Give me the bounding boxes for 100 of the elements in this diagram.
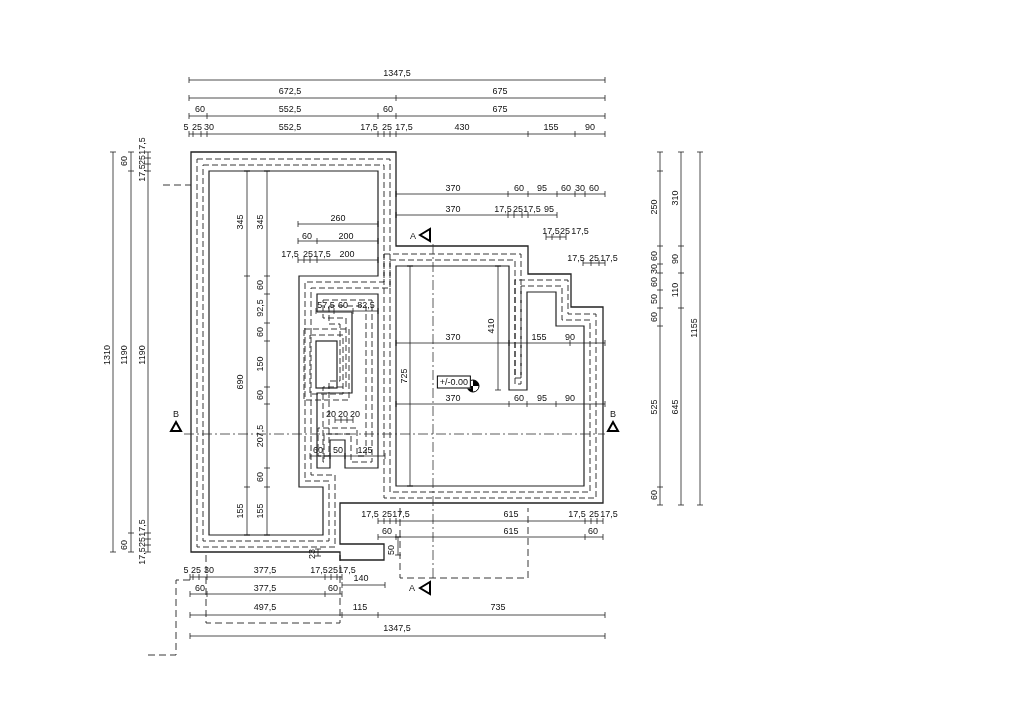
dimension-label: 735: [490, 602, 506, 612]
dimension-label: 25: [137, 155, 147, 165]
dimension-label: 60: [589, 183, 599, 193]
dimension-label: 60: [649, 277, 659, 287]
dimension-label: 672,5: [278, 86, 302, 96]
dimension-label: 430: [454, 122, 470, 132]
dimension-label: 20: [326, 409, 336, 419]
dimension-label: 370: [445, 332, 461, 342]
dimension-label: 25: [589, 509, 599, 519]
dimension-label: 1190: [119, 345, 129, 365]
dimension-label: 60: [195, 583, 205, 593]
dimension-label: 615: [503, 526, 519, 536]
dimension-label: 1155: [689, 318, 699, 338]
dimension-label: 17,5: [542, 226, 560, 236]
dimension-label: 23: [307, 549, 317, 559]
dimension-label: 110: [670, 282, 680, 298]
dimension-label: 60: [119, 156, 129, 166]
dimension-label: 410: [486, 318, 496, 334]
dimension-label: 17,5: [338, 565, 356, 575]
dimension-label: 675: [492, 86, 508, 96]
dimension-label: 60: [383, 104, 393, 114]
dimension-label: 57,5: [317, 300, 335, 310]
dimension-label: 377,5: [253, 565, 277, 575]
dimension-label: 95: [537, 393, 547, 403]
dimension-label: 155: [255, 503, 265, 519]
dimension-label: 90: [585, 122, 595, 132]
dimension-label: 345: [235, 214, 245, 230]
dimension-label: 30: [204, 122, 214, 132]
dimension-label: 95: [544, 204, 554, 214]
dimension-label: A: [410, 231, 416, 241]
dimension-label: 17,5: [137, 547, 147, 565]
dimension-label: 60: [649, 251, 659, 261]
dimension-label: 377,5: [253, 583, 277, 593]
dimension-label: 30: [204, 565, 214, 575]
dimension-label: 17,5: [494, 204, 512, 214]
dimension-label: 25: [137, 537, 147, 547]
dimension-label: 60: [255, 472, 265, 482]
dimension-label: 155: [543, 122, 559, 132]
dimension-label: 60: [119, 540, 129, 550]
dimension-label: 60: [561, 183, 571, 193]
dimension-label: 150: [255, 356, 265, 372]
dimension-label: 1310: [102, 345, 112, 365]
dimension-label: 1347,5: [383, 68, 411, 78]
dimension-label: 17,5: [567, 253, 585, 263]
dimension-label: 115: [352, 602, 368, 612]
dimension-label: 60: [514, 183, 524, 193]
dimension-label: 25: [382, 509, 392, 519]
dimension-label: 17,5: [310, 565, 328, 575]
dimension-label: 60: [195, 104, 205, 114]
dimension-label: 370: [445, 204, 461, 214]
dimension-label: 60: [338, 300, 348, 310]
dimension-label: 90: [670, 254, 680, 264]
dimension-label: 25: [382, 122, 392, 132]
dimension-label: 25: [589, 253, 599, 263]
dimension-label: 60: [302, 231, 312, 241]
dimension-label: 5: [183, 122, 189, 132]
dimension-label: 60: [328, 583, 338, 593]
dimension-label: 92,5: [255, 299, 265, 317]
dimension-label: 200: [338, 231, 354, 241]
dimension-label: 200: [339, 249, 355, 259]
dimension-label: 345: [255, 214, 265, 230]
dimension-label: 82,5: [357, 300, 375, 310]
dimension-label: 17,5: [313, 249, 331, 259]
level-label: +/-0.00: [436, 375, 472, 389]
dimension-label: 25: [303, 249, 313, 259]
dimension-label: 260: [330, 213, 346, 223]
dimension-label: 25: [192, 122, 202, 132]
dimension-label: 60: [382, 526, 392, 536]
dimension-label: 250: [649, 199, 659, 215]
dimension-label: 60: [255, 327, 265, 337]
dimension-label: 1190: [137, 345, 147, 365]
dimension-label: 25: [560, 226, 570, 236]
dimension-label: 370: [445, 183, 461, 193]
dimension-label: 497,5: [253, 602, 277, 612]
dimension-label: 155: [531, 332, 547, 342]
dimension-label: 17,5: [600, 253, 618, 263]
dimension-label: 30: [575, 183, 585, 193]
dimension-label: 60: [588, 526, 598, 536]
dimension-label: 50: [333, 445, 343, 455]
dimension-label: 17,5: [137, 519, 147, 537]
dimension-label: 90: [565, 393, 575, 403]
dimension-label: 60: [649, 312, 659, 322]
dimension-label: 207,5: [255, 424, 265, 448]
dimension-label: 725: [399, 368, 409, 384]
dimension-label: 60: [255, 390, 265, 400]
dimension-label: 90: [565, 332, 575, 342]
dimension-label: 17,5: [392, 509, 410, 519]
dimension-label: 20: [338, 409, 348, 419]
dimension-label: 17,5: [281, 249, 299, 259]
dimension-label: 615: [503, 509, 519, 519]
dimension-label: 17,5: [523, 204, 541, 214]
dimension-label: 25: [328, 565, 338, 575]
dimension-label: 60: [514, 393, 524, 403]
dimension-label: 25: [513, 204, 523, 214]
dimension-label: 1347,5: [383, 623, 411, 633]
dimension-label: 140: [353, 573, 369, 583]
dimension-label: 690: [235, 374, 245, 390]
dimension-label: 17,5: [571, 226, 589, 236]
dimension-label: 17,5: [600, 509, 618, 519]
dimension-label: 50: [649, 294, 659, 304]
